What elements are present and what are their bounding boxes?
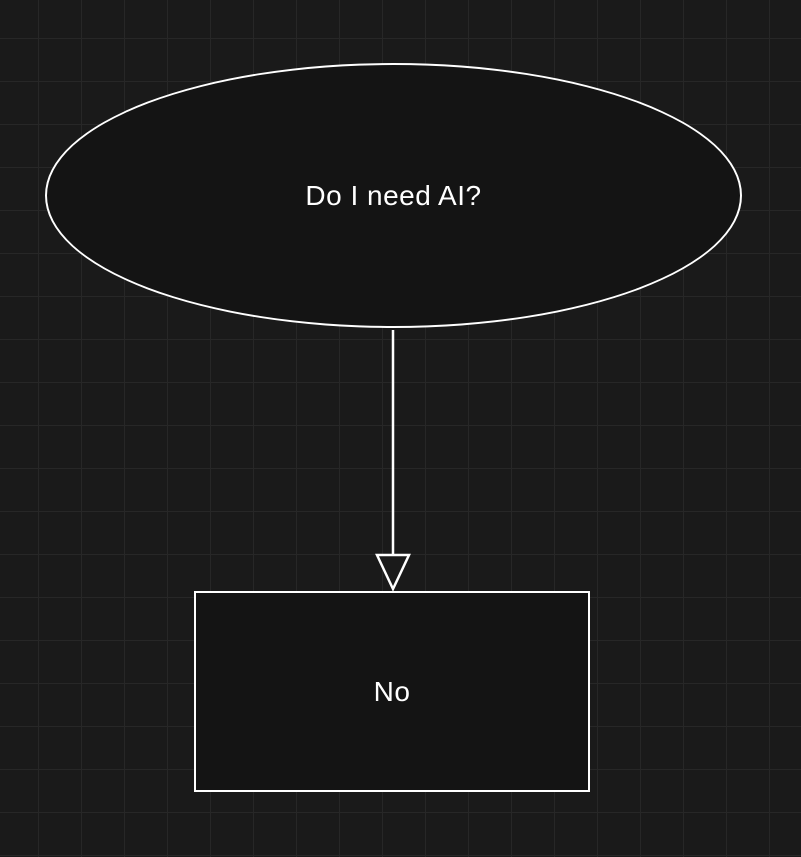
ellipse-node-label: Do I need AI? (305, 179, 482, 211)
ellipse-node-question[interactable]: Do I need AI? (45, 63, 742, 328)
rect-node-label: No (373, 675, 411, 707)
rect-node-answer[interactable]: No (194, 591, 590, 792)
arrowhead-icon (375, 553, 411, 592)
